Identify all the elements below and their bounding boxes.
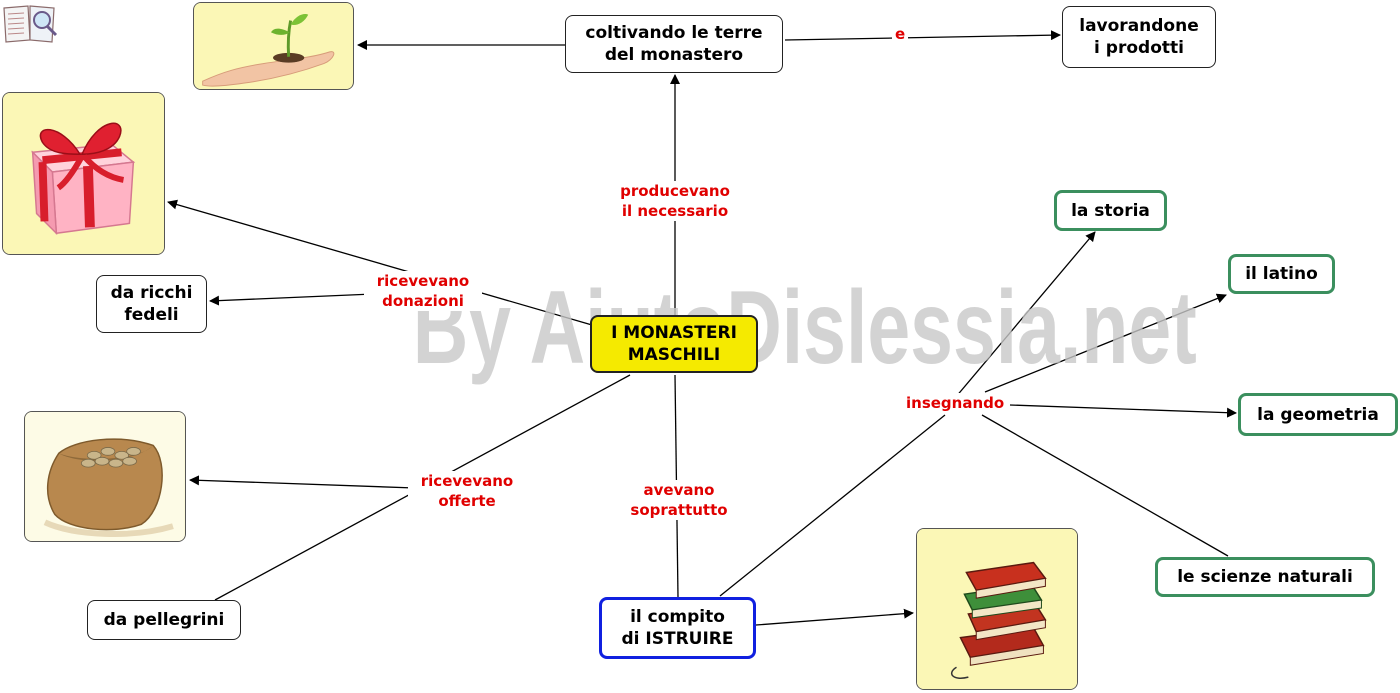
- node-lavorandone[interactable]: lavorandone i prodotti: [1062, 6, 1216, 68]
- link-label-donazioni: ricevevano donazioni: [364, 271, 482, 311]
- node-geometria[interactable]: la geometria: [1238, 393, 1398, 436]
- link-label-insegnando: insegnando: [903, 393, 1008, 413]
- gift-box-image: [2, 92, 165, 255]
- node-latino[interactable]: il latino: [1228, 254, 1335, 294]
- node-scienze-naturali[interactable]: le scienze naturali: [1155, 557, 1375, 597]
- node-pellegrini[interactable]: da pellegrini: [87, 600, 241, 640]
- node-compito-istruire[interactable]: il compito di ISTRUIRE: [599, 597, 756, 659]
- hand-with-sprout-image: [193, 2, 354, 90]
- node-storia[interactable]: la storia: [1054, 190, 1167, 231]
- link-label-avevano: avevano soprattutto: [617, 480, 741, 520]
- node-coltivando[interactable]: coltivando le terre del monastero: [565, 15, 783, 73]
- main-concept-node[interactable]: I MONASTERI MASCHILI: [590, 315, 758, 373]
- node-ricchi-fedeli[interactable]: da ricchi fedeli: [96, 275, 207, 333]
- link-label-offerte: ricevevano offerte: [408, 471, 526, 511]
- book-magnifier-icon: [2, 2, 58, 44]
- link-label-e: e: [892, 24, 909, 44]
- watermark: By AiutoDislessia.net: [412, 270, 1197, 386]
- coin-sack-image: [24, 411, 186, 542]
- book-stack-image: [916, 528, 1078, 690]
- link-label-producevano: producevano il necessario: [610, 181, 740, 221]
